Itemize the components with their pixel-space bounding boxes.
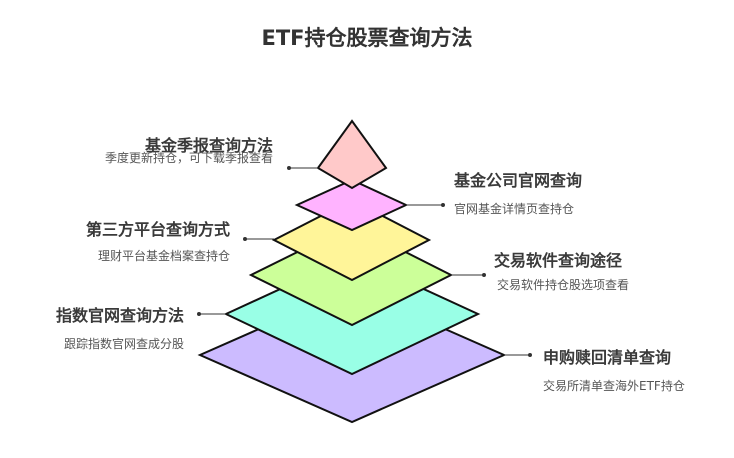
label-layer-2: 基金公司官网查询 官网基金详情页查持仓 [454, 167, 582, 217]
label-desc: 交易所清单查海外ETF持仓 [543, 379, 685, 393]
label-desc: 季度更新持仓，可下载季报查看 [104, 151, 273, 165]
layer-1-shape [316, 119, 388, 190]
label-title: 基金公司官网查询 [454, 171, 583, 190]
label-title: 交易软件查询途径 [494, 251, 623, 270]
label-layer-5: 指数官网查询方法 跟踪指数官网查成分股 [56, 302, 184, 352]
layer-2-shape [294, 178, 409, 232]
label-desc: 理财平台基金档案查持仓 [97, 249, 230, 263]
label-layer-3: 第三方平台查询方式 理财平台基金档案查持仓 [86, 216, 230, 264]
label-desc: 交易软件持仓股选项查看 [497, 278, 630, 292]
layer-3-shape [271, 198, 432, 282]
label-layer-1: 基金季报查询方法 季度更新持仓，可下载季报查看 [73, 132, 273, 166]
label-desc: 跟踪指数官网查成分股 [63, 337, 184, 351]
label-title: 申购赎回清单查询 [543, 348, 672, 367]
label-desc: 官网基金详情页查持仓 [454, 202, 575, 216]
label-layer-6: 申购赎回清单查询 交易所清单查海外ETF持仓 [543, 344, 685, 394]
label-title: 指数官网查询方法 [55, 306, 184, 325]
label-title: 基金季报查询方法 [144, 136, 273, 155]
label-layer-4: 交易软件查询途径 交易软件持仓股选项查看 [494, 247, 629, 293]
label-title: 第三方平台查询方式 [85, 220, 230, 239]
diagram-title: ETF持仓股票查询方法 [261, 26, 473, 50]
